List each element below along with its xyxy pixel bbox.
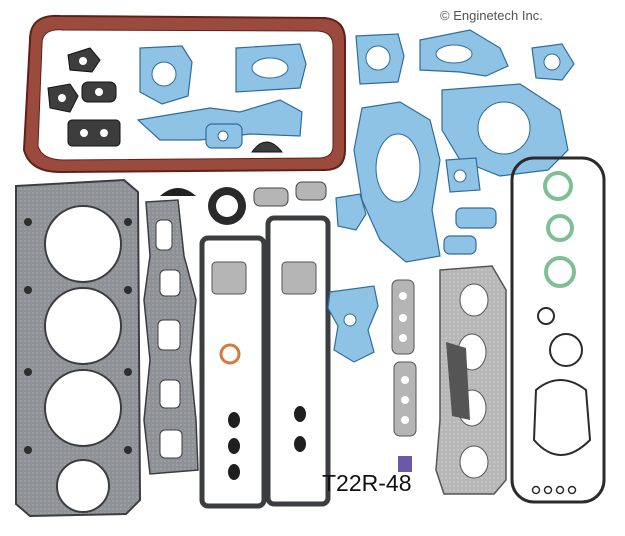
small-gaskets-top [253, 181, 327, 207]
valve-cover-gasket-right [265, 215, 331, 507]
copyright-text: © Enginetech Inc. [440, 8, 543, 23]
part-number-label: T22R-48 [322, 470, 412, 496]
small-exhaust-gaskets [391, 279, 417, 437]
side-cover-gasket [510, 156, 606, 504]
head-gasket [15, 178, 142, 518]
intake-manifold-gasket [143, 199, 199, 475]
small-purple-seal [398, 456, 412, 472]
exhaust-manifold-gasket [435, 265, 507, 495]
half-moon-seal [160, 188, 196, 196]
front-crank-seal [208, 187, 246, 225]
valve-cover-gasket-left [199, 235, 267, 509]
